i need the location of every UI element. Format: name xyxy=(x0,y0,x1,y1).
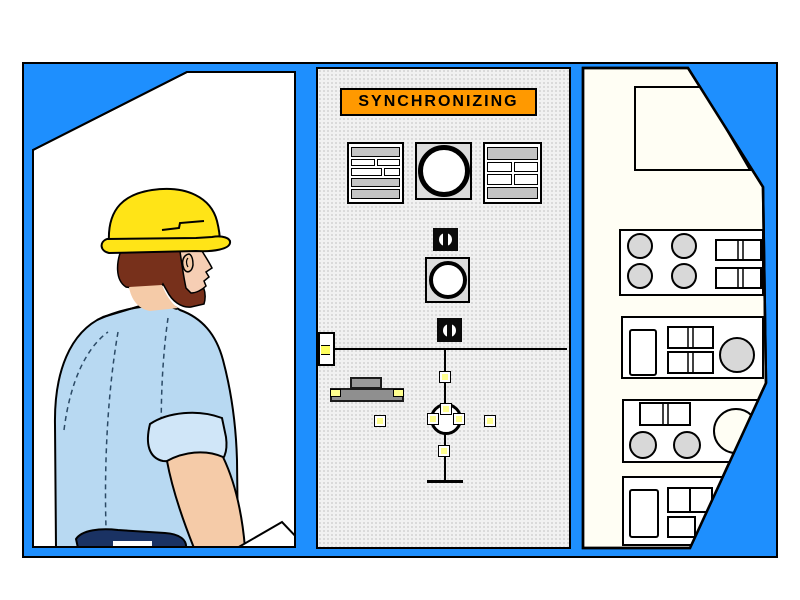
indicator-divider xyxy=(687,352,694,373)
belt-slot xyxy=(113,541,152,546)
gauge xyxy=(673,431,701,459)
handle-indicator xyxy=(330,389,341,397)
indicator-divider xyxy=(662,403,669,425)
gauge xyxy=(627,233,653,259)
bus-line xyxy=(330,348,567,350)
hard-hat xyxy=(107,188,222,244)
ground-symbol xyxy=(427,480,463,483)
meter-bar xyxy=(383,168,400,176)
synchroscope xyxy=(415,142,472,200)
indicator-divider xyxy=(737,240,744,260)
synchroscope-dial xyxy=(417,145,470,197)
switch-handle-long xyxy=(330,388,404,402)
indicator-lamp xyxy=(440,403,452,415)
switch-knob xyxy=(443,321,456,339)
right-panel-outline xyxy=(581,66,768,550)
handle-indicator xyxy=(393,389,404,397)
right-panel-instruments xyxy=(619,86,764,546)
meter-bar xyxy=(487,161,512,172)
vertical-meter xyxy=(629,489,659,538)
blank-window xyxy=(634,86,752,171)
meter-bar xyxy=(513,161,538,172)
indicator-lamp xyxy=(453,413,465,425)
rolled-sleeve xyxy=(146,411,228,466)
meter-bar xyxy=(376,158,400,167)
indicator-divider xyxy=(687,327,694,348)
notepad xyxy=(233,520,295,547)
meter-bar-split xyxy=(351,158,400,167)
shirt-armhole-seam xyxy=(63,331,109,431)
indicator-divider xyxy=(737,268,744,288)
ear xyxy=(181,253,194,273)
shirt-seam-left xyxy=(104,331,119,529)
neck xyxy=(129,285,178,311)
right-strip-meter xyxy=(483,142,542,204)
left-wall-outline xyxy=(32,71,296,548)
left-strip-meter xyxy=(347,142,404,204)
meter-bar xyxy=(351,177,400,188)
meter-bar-split xyxy=(487,174,538,185)
meter-bar xyxy=(351,189,400,199)
meter-bar-split xyxy=(351,168,400,176)
split-indicator xyxy=(639,402,691,426)
synchronizing-sign: SYNCHRONIZING xyxy=(340,88,537,116)
hard-hat-ridge xyxy=(161,220,205,231)
belt xyxy=(74,528,188,547)
meter-bar xyxy=(487,174,512,185)
split-indicator xyxy=(667,351,714,374)
meter-bar xyxy=(351,158,375,167)
small-indicator xyxy=(667,516,696,538)
disconnect-device xyxy=(318,332,335,366)
lower-control-switch xyxy=(437,318,462,342)
indicator-lamp xyxy=(427,413,439,425)
indicator-lamp xyxy=(439,371,451,383)
indicator-lamp xyxy=(438,445,450,457)
round-gauge-dial xyxy=(428,261,467,299)
meter-bar xyxy=(513,174,538,185)
round-gauge xyxy=(719,337,755,373)
gauge xyxy=(627,263,653,289)
worker-figure xyxy=(53,188,295,547)
indicator-lamp xyxy=(484,415,496,427)
meter-bar xyxy=(487,186,538,199)
split-indicator xyxy=(667,326,714,349)
switch-knob xyxy=(439,231,452,248)
sign-label: SYNCHRONIZING xyxy=(358,93,519,110)
center-control-panel: SYNCHRONIZING xyxy=(316,67,571,549)
gauge xyxy=(671,263,697,289)
meter-bar-split xyxy=(487,161,538,172)
indicator-lamp xyxy=(374,415,386,427)
device-indicator xyxy=(321,345,330,355)
gauge xyxy=(629,431,657,459)
hat-brim xyxy=(100,235,232,255)
ear-detail xyxy=(185,257,189,268)
meter-bar xyxy=(351,168,382,176)
meter-bar xyxy=(351,147,400,157)
meter-bar xyxy=(487,147,538,160)
round-gauge xyxy=(425,257,470,303)
vertical-meter xyxy=(629,329,657,376)
upper-control-switch xyxy=(433,228,458,251)
forearm xyxy=(165,451,247,547)
gauge xyxy=(671,233,697,259)
